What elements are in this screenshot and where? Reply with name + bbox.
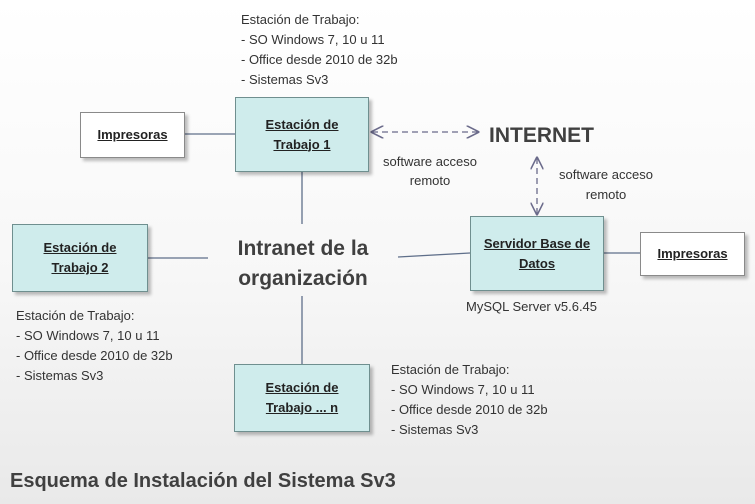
printer-left-box: Impresoras: [80, 112, 185, 158]
workstation-2-note-line: Estación de Trabajo:: [16, 308, 135, 323]
workstation-1-box: Estación de Trabajo 1: [235, 97, 369, 172]
workstation-2-note-line: - Sistemas Sv3: [16, 368, 104, 383]
remote-access-server-label: software acceso remoto: [548, 165, 664, 205]
workstation-2-label: Estación de Trabajo 2: [43, 240, 117, 275]
printer-left-label: Impresoras: [97, 127, 168, 142]
printer-right-box: Impresoras: [640, 232, 745, 276]
workstation-n-note-line: Estación de Trabajo:: [391, 362, 510, 377]
remote-access-ws1-label: software acceso remoto: [372, 152, 488, 190]
workstation-1-note-line: Estación de Trabajo:: [241, 12, 360, 27]
remote-access-server-line-1: software acceso: [559, 167, 653, 182]
intranet-label: Intranet de la organización: [208, 234, 398, 294]
workstation-2-note-line: - Office desde 2010 de 32b: [16, 348, 173, 363]
workstation-1-note: Estación de Trabajo: - SO Windows 7, 10 …: [241, 10, 398, 90]
workstation-n-note-line: - Office desde 2010 de 32b: [391, 402, 548, 417]
server-caption: MySQL Server v5.6.45: [466, 299, 598, 314]
database-server-label: Servidor Base de Datos: [483, 235, 591, 271]
workstation-1-label: Estación de Trabajo 1: [265, 116, 339, 152]
workstation-2-note: Estación de Trabajo: - SO Windows 7, 10 …: [16, 306, 173, 386]
workstation-n-box: Estación de Trabajo ... n: [234, 364, 370, 432]
intranet-label-line-1: Intranet de la: [237, 237, 369, 260]
workstation-n-note: Estación de Trabajo: - SO Windows 7, 10 …: [391, 360, 548, 440]
workstation-n-note-line: - SO Windows 7, 10 u 11: [391, 382, 535, 397]
workstation-1-note-line: - Office desde 2010 de 32b: [241, 52, 398, 67]
intranet-label-line-2: organización: [238, 267, 368, 290]
workstation-n-note-line: - Sistemas Sv3: [391, 422, 479, 437]
workstation-2-note-line: - SO Windows 7, 10 u 11: [16, 328, 160, 343]
workstation-2-box: Estación de Trabajo 2: [12, 224, 148, 292]
workstation-1-note-line: - SO Windows 7, 10 u 11: [241, 32, 385, 47]
remote-access-server-line-2: remoto: [585, 187, 627, 202]
printer-right-label: Impresoras: [657, 246, 728, 261]
remote-access-ws1-line-1: software acceso: [383, 154, 477, 169]
internet-label: INTERNET: [489, 124, 594, 147]
workstation-n-label: Estación de Trabajo ... n: [265, 380, 339, 415]
database-server-box: Servidor Base de Datos: [470, 216, 604, 291]
remote-access-ws1-line-2: remoto: [409, 173, 451, 188]
diagram-title: Esquema de Instalación del Sistema Sv3: [10, 470, 396, 492]
line-intranet-server: [397, 252, 471, 258]
workstation-1-note-line: - Sistemas Sv3: [241, 72, 329, 87]
